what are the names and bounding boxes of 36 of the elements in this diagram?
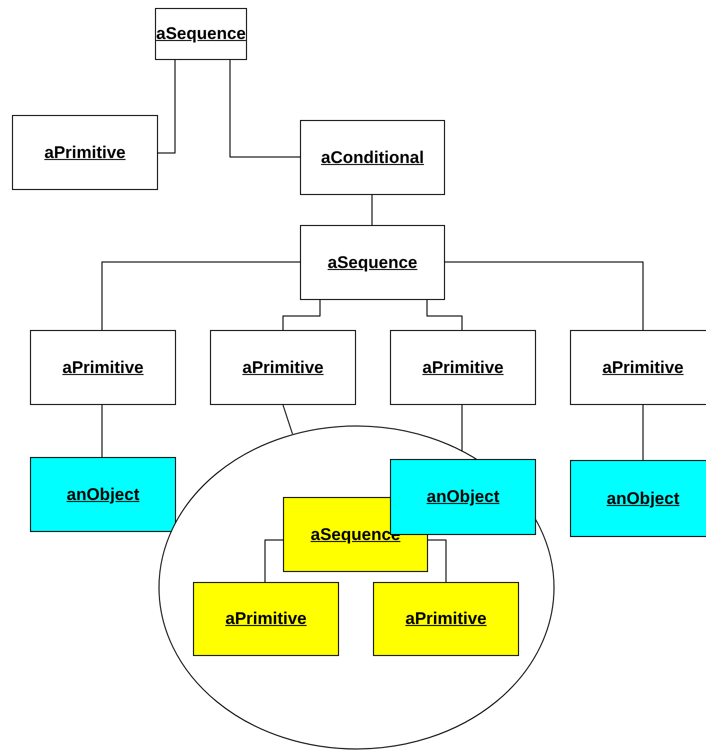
connector-line (282, 404, 293, 434)
object-box (570, 460, 706, 537)
node-label: aPrimitive (44, 142, 126, 162)
node-label: aConditional (321, 148, 424, 168)
node-label: aSequence (328, 252, 418, 272)
object-box (373, 582, 519, 656)
node-label: aPrimitive (422, 358, 504, 378)
connector-line (102, 262, 300, 330)
object-box (210, 330, 356, 405)
node-label: anObject (606, 488, 680, 508)
connector-line (230, 60, 300, 158)
object-box (193, 582, 339, 656)
connector-line (264, 540, 284, 582)
node-label: anObject (66, 484, 140, 504)
connector-line (444, 262, 644, 330)
object-box (155, 8, 247, 60)
connector-line (428, 540, 446, 582)
object-box (390, 330, 536, 405)
node-label: aPrimitive (602, 358, 684, 378)
connector-line (642, 404, 644, 460)
node-label: aPrimitive (62, 358, 144, 378)
connector-line (426, 300, 462, 330)
object-box (30, 330, 176, 405)
object-box (30, 457, 176, 532)
node-label: aSequence (310, 524, 400, 544)
node-label: anObject (426, 487, 500, 507)
node-label: aSequence (156, 24, 246, 44)
node-label: aPrimitive (225, 609, 307, 629)
node-label: aPrimitive (242, 358, 324, 378)
object-box (12, 115, 158, 190)
node-label: aPrimitive (405, 609, 487, 629)
object-box (570, 330, 706, 405)
connector-line (158, 60, 176, 154)
object-box (300, 120, 445, 195)
connector-line (282, 300, 320, 330)
object-box (300, 225, 445, 300)
